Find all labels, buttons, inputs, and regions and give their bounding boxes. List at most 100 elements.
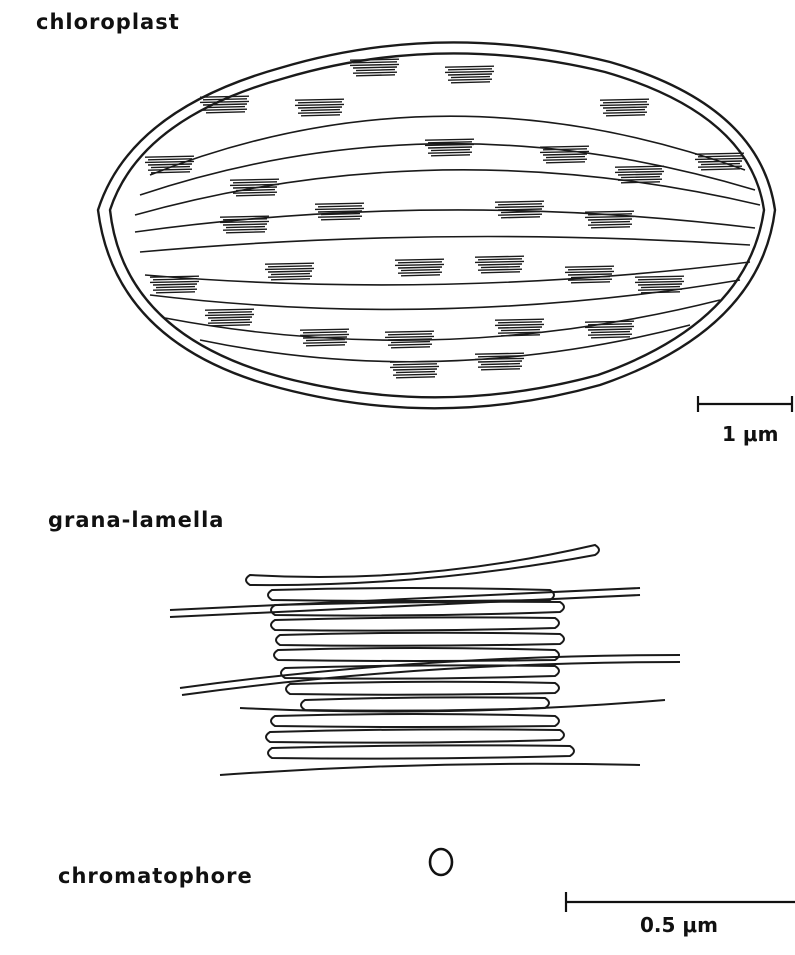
granum-line <box>568 279 612 280</box>
granum-line <box>478 264 522 265</box>
granum-line <box>638 284 682 285</box>
granum-line <box>445 71 494 72</box>
granum-line <box>390 361 439 362</box>
granum-line <box>318 206 362 207</box>
granum-line <box>428 152 472 153</box>
granum-line <box>591 337 630 338</box>
granum-line <box>603 112 647 113</box>
granum-line <box>425 139 474 140</box>
granum-line <box>588 224 632 225</box>
granum-line <box>481 267 520 268</box>
granum-line <box>498 322 542 323</box>
granum-line <box>698 156 742 157</box>
granum-line <box>145 156 194 157</box>
granum-line <box>398 267 442 268</box>
granum-line <box>233 192 277 193</box>
granum-line <box>230 179 279 180</box>
granum-line <box>698 166 742 167</box>
granum-line <box>318 211 362 212</box>
granum-line <box>585 321 634 322</box>
scale-bar-0.5um <box>566 892 795 912</box>
scale-0.5um-label: 0.5 μm <box>640 913 718 937</box>
granum-line <box>301 115 340 116</box>
granum-line <box>350 59 399 60</box>
granum-line <box>540 151 589 152</box>
granum-line <box>223 219 267 220</box>
granum-line <box>265 268 314 269</box>
granum-line <box>585 326 634 327</box>
granum-line <box>501 212 540 213</box>
chloroplast-illustration <box>98 42 775 408</box>
granum-line <box>621 177 660 178</box>
granum-line <box>585 216 634 217</box>
granum-line <box>315 208 364 209</box>
granum-line <box>265 263 314 264</box>
granum-line <box>478 361 522 362</box>
thylakoid-line <box>140 236 750 252</box>
granum-line <box>236 195 275 196</box>
granum-line <box>565 271 614 272</box>
granum-line <box>543 149 587 150</box>
granum-line <box>220 216 269 217</box>
granum-line <box>698 161 742 162</box>
granum-line <box>271 279 310 280</box>
granum-line <box>395 264 444 265</box>
granum-line <box>638 289 682 290</box>
granum-line <box>543 159 587 160</box>
granum-line <box>395 259 444 260</box>
granum-line <box>353 67 397 68</box>
granum-line <box>145 161 194 162</box>
granum-line <box>220 221 269 222</box>
scale-bar-1um <box>698 396 792 412</box>
granum-line <box>428 142 472 143</box>
granum-line <box>591 222 630 223</box>
granum-line <box>478 269 522 270</box>
granum-line <box>428 147 472 148</box>
grana-lamella-illustration <box>170 545 680 775</box>
lamella-loop <box>276 633 564 646</box>
granum-line <box>390 366 439 367</box>
granum-line <box>303 337 347 338</box>
granum-line <box>588 329 632 330</box>
granum-line <box>638 279 682 280</box>
granum-line <box>431 150 470 151</box>
granum-line <box>206 112 245 113</box>
granum-line <box>478 356 522 357</box>
granum-line <box>565 266 614 267</box>
thylakoid-line <box>135 170 760 215</box>
granum-line <box>498 204 542 205</box>
granum-line <box>451 77 490 78</box>
granum-line <box>203 104 247 105</box>
granum-line <box>588 214 632 215</box>
granum-line <box>600 104 649 105</box>
granum-line <box>701 169 740 170</box>
granum-line <box>388 334 432 335</box>
granum-line <box>223 224 267 225</box>
granum-line <box>606 115 645 116</box>
granum-line <box>588 324 632 325</box>
granum-line <box>295 99 344 100</box>
granum-line <box>321 219 360 220</box>
granum-line <box>298 107 342 108</box>
lamella-loop <box>268 745 574 758</box>
granum-line <box>388 344 432 345</box>
granum-line <box>396 377 435 378</box>
granum-line <box>481 369 520 370</box>
granum-line <box>481 364 520 365</box>
granum-line <box>475 256 524 257</box>
granum-line <box>306 345 345 346</box>
granum-line <box>495 206 544 207</box>
granum-line <box>615 171 664 172</box>
granum-line <box>268 271 312 272</box>
granum-line <box>393 374 437 375</box>
granum-line <box>588 219 632 220</box>
granum-line <box>546 162 585 163</box>
granum-line <box>495 201 544 202</box>
granum-line <box>356 75 395 76</box>
granum-line <box>391 342 430 343</box>
granum-line <box>298 112 342 113</box>
thylakoid-line <box>200 325 690 362</box>
granum-line <box>571 282 610 283</box>
granum-line <box>475 353 524 354</box>
granum-line <box>151 172 190 173</box>
